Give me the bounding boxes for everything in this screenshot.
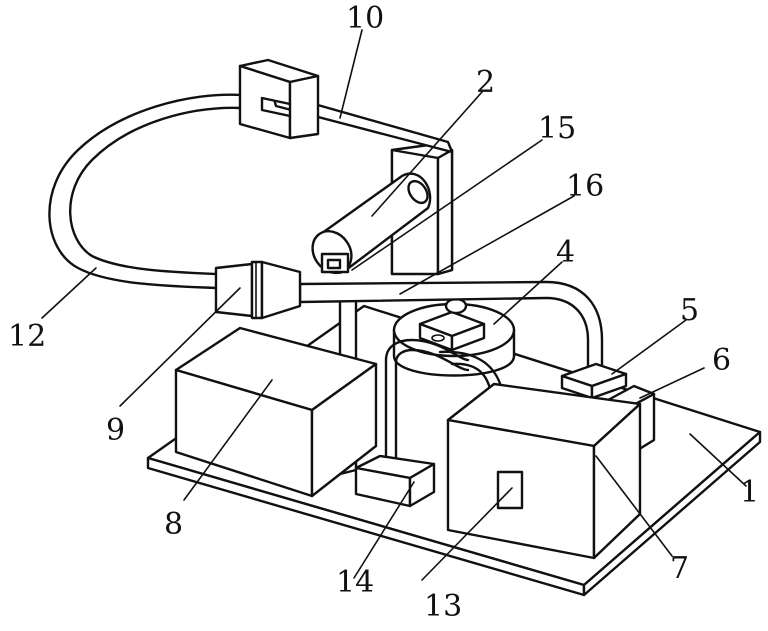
- label-9: 9: [106, 413, 125, 448]
- label-7: 7: [670, 551, 689, 586]
- label-10: 10: [346, 1, 384, 36]
- label-6: 6: [712, 343, 731, 378]
- label-14: 14: [336, 565, 374, 600]
- label-1: 1: [740, 475, 759, 510]
- label-8: 8: [164, 507, 183, 542]
- label-13: 13: [424, 589, 462, 624]
- label-16: 16: [566, 169, 604, 204]
- label-12: 12: [8, 319, 46, 354]
- label-15: 15: [538, 111, 576, 146]
- label-4: 4: [556, 235, 575, 270]
- label-5: 5: [680, 293, 699, 328]
- label-2: 2: [476, 65, 495, 100]
